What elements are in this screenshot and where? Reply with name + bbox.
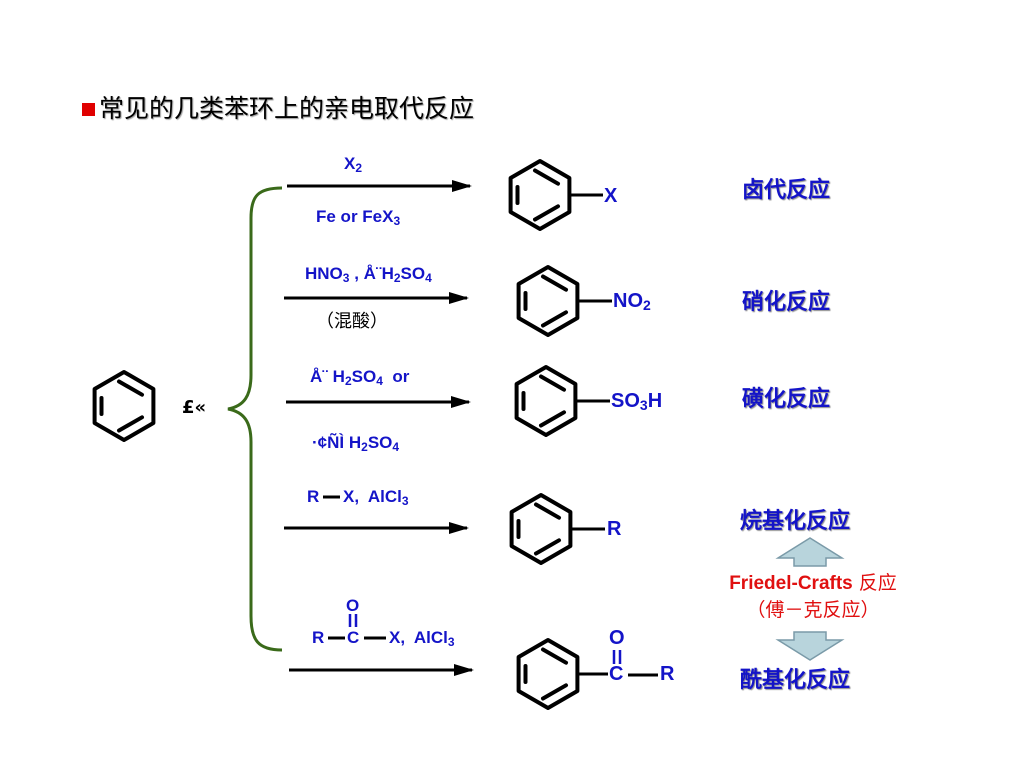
product-substituent-r: R — [607, 518, 622, 540]
product-acyl-r: R — [660, 663, 675, 685]
benzene-product-alkyl — [509, 493, 605, 565]
product-substituent-no2: NO2 — [613, 290, 651, 313]
reaction-name-halogenation: 卤代反应 — [742, 178, 831, 203]
block-arrow-down — [775, 631, 845, 661]
benzene-product-sulfo — [514, 365, 610, 437]
reaction-name-alkylation: 烷基化反应 — [740, 509, 851, 534]
left-mark: £« — [182, 397, 207, 418]
reagent-halogen: X2 — [344, 154, 363, 175]
benzene-product-halo — [508, 159, 603, 231]
brace — [227, 186, 283, 652]
benzene-product-nitro — [516, 265, 612, 337]
reagent-acyl-c: C — [347, 628, 360, 647]
reagent-r: R — [307, 487, 320, 506]
product-substituent-so3h: SO3H — [611, 390, 663, 413]
benzene-product-acyl — [516, 638, 608, 710]
friedel-crafts-label: Friedel-Crafts 反应 （傅－克反应） — [700, 570, 926, 623]
product-acyl-oxygen: O — [609, 627, 625, 649]
reaction-name-acylation: 酰基化反应 — [740, 668, 851, 693]
product-substituent-x: X — [604, 185, 618, 207]
product-acyl-carbon: C — [609, 663, 624, 685]
reagent-acyl-x-alcl3: X, AlCl3 — [389, 628, 455, 649]
reaction-name-sulfonation: 磺化反应 — [742, 387, 831, 412]
reagent-x-alcl3: X, AlCl3 — [343, 487, 409, 508]
friedel-crafts-en: Friedel-Crafts — [729, 573, 853, 594]
bullet-icon — [82, 103, 95, 116]
benzene-reactant — [92, 370, 156, 442]
block-arrow-up — [775, 537, 845, 567]
catalyst-fe: Fe or FeX3 — [316, 207, 401, 228]
reagent-nitration: HNO3 , Å¨H2SO4 — [305, 264, 432, 285]
reagent-acyl-r: R — [312, 628, 325, 647]
reagent-acyl-oxygen: O — [346, 596, 360, 615]
reagent-sulfonation: Å¨ H2SO4 or — [310, 367, 410, 388]
mixed-acid-label: （混酸） — [316, 311, 388, 332]
friedel-crafts-alias: （傅－克反应） — [746, 599, 880, 621]
friedel-crafts-cn: 反应 — [852, 572, 897, 594]
reaction-name-nitration: 硝化反应 — [742, 290, 831, 315]
page-title: 常见的几类苯环上的亲电取代反应 — [82, 92, 474, 126]
reagent-fuming-sulfuric: ·¢ÑÌ H2SO4 — [312, 433, 400, 454]
